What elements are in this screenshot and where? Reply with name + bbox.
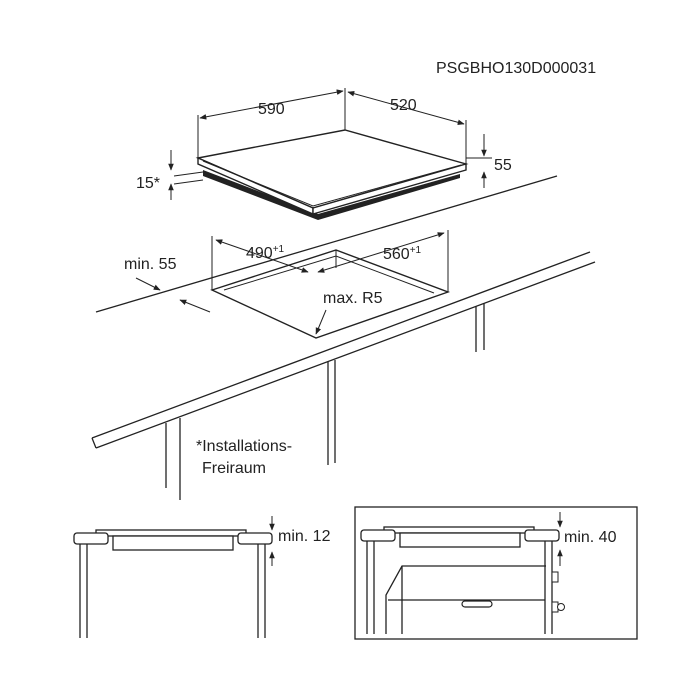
edge-min-label: min. 55 — [124, 256, 177, 273]
gap-label: 15* — [136, 175, 160, 192]
width-label: 590 — [258, 101, 285, 118]
dimension-cutout-width: 560+1 — [317, 232, 445, 273]
cutout-width-label: 560+1 — [383, 245, 422, 263]
footnote-line2: Freiraum — [202, 460, 266, 477]
depth-label: 520 — [390, 97, 417, 114]
dimension-edge-min: min. 55 — [124, 256, 211, 313]
dimension-cutout-depth: 490+1 — [215, 239, 309, 273]
section-clearance-40: min. 40 — [354, 506, 638, 640]
section-clearance-12: min. 12 — [73, 516, 331, 638]
clearance-40-label: min. 40 — [564, 529, 617, 546]
clearance-12-label: min. 12 — [278, 528, 331, 545]
worktop — [91, 175, 596, 500]
document-code: PSGBHO130D000031 — [436, 60, 596, 77]
dimension-height: 55 — [466, 134, 512, 188]
footnote-line1: *Installations- — [196, 438, 292, 455]
radius-label: max. R5 — [323, 290, 383, 307]
cutout-depth-label: 490+1 — [246, 244, 285, 262]
dimension-width: 590 — [197, 88, 346, 158]
dimension-depth: 520 — [347, 90, 467, 164]
hob-panel — [195, 129, 469, 220]
height-label: 55 — [494, 157, 512, 174]
radius-callout: max. R5 — [315, 290, 383, 335]
dimension-gap: 15* — [136, 150, 204, 200]
